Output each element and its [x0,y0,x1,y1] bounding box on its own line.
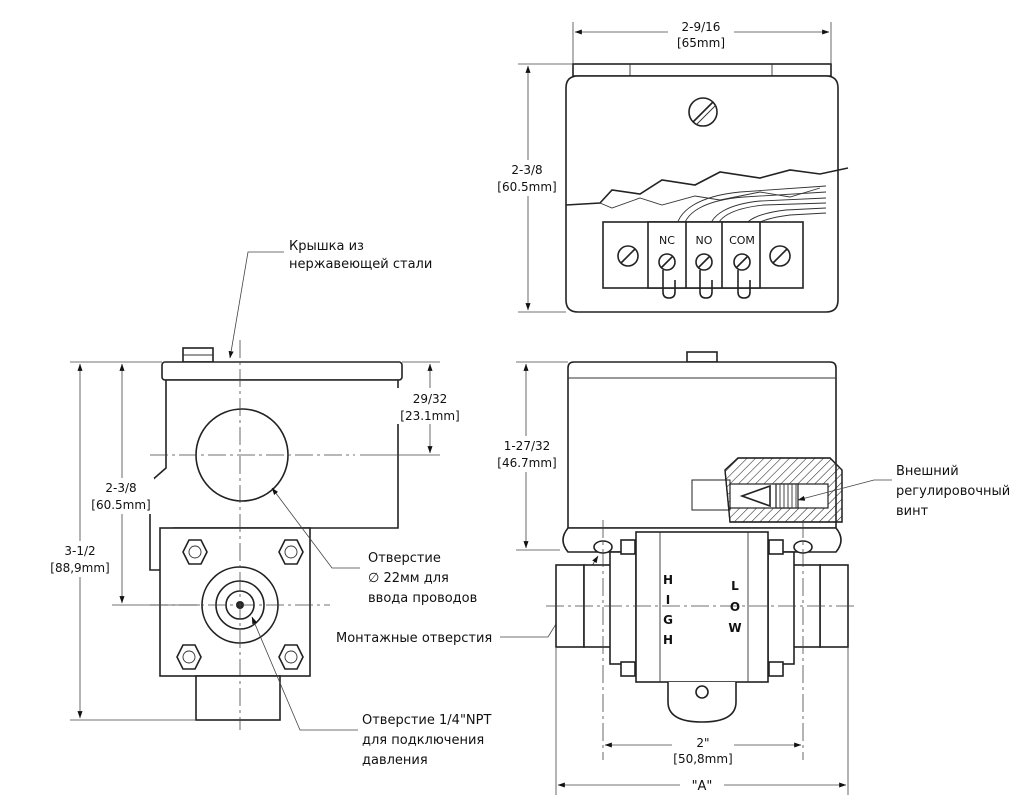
label-low-letter: W [728,621,741,635]
callout-cover-line1: Крышка из [289,239,364,254]
terminal-label-nc: NC [659,234,675,247]
dim-left-height-frac: 2-3/8 [105,481,136,495]
label-low: L O W [728,579,741,635]
label-low-letter: L [731,579,739,593]
callout-npt-line2: для подключения [362,733,484,748]
dim-port-offset-frac: 29/32 [413,392,448,406]
dim-mount-spacing-mm: [50,8mm] [673,752,732,766]
callout-screw-line2: регулировочный [896,484,1010,499]
terminal-label-no: NO [696,234,713,247]
front-bolt-bottom-left-icon [176,644,202,670]
dim-top-width-frac: 2-9/16 [682,20,721,34]
callout-conduit-line2: ∅ 22мм для [368,571,449,586]
dim-side-height-mm: [46.7mm] [497,456,556,470]
callout-screw-line1: Внешний [896,464,959,479]
label-high-letter: H [663,633,673,647]
callout-npt-line3: давления [362,753,428,768]
dim-top-height-frac: 2-3/8 [511,163,542,177]
label-high-letter: H [663,573,673,587]
front-view: 29/32 [23.1mm] 2-3/8 [60.5mm] 3-1/2 [88,… [46,239,599,768]
front-bolt-top-left-icon [182,539,208,565]
callout-npt-line1: Отверстие 1/4"NPT [362,713,491,728]
valve-body [635,531,769,683]
front-cover-lid [161,361,403,381]
cover-break-line [565,167,849,206]
callout-mounting: Монтажные отверстия [336,631,492,646]
callout-cover-line2: нержавеющей стали [289,257,432,272]
dim-left-height-mm: [60.5mm] [91,498,150,512]
leader-cover [228,251,284,359]
front-bolt-bottom-right-icon [278,644,304,670]
label-high-letter: I [666,593,670,607]
adjustment-screw-icon [775,483,799,509]
dim-top-width-mm: [65mm] [677,36,725,50]
dim-total-height-mm: [88,9mm] [50,561,109,575]
leader-npt [251,616,358,731]
bottom-tab [667,682,737,723]
front-bolt-top-right-icon [278,539,304,565]
leader-conduit [271,487,360,569]
top-view: NC NO COM 2-9/16 [65mm] 2-3/8 [60.5mm] [494,20,849,313]
callout-screw-line3: винт [896,504,929,519]
dim-total-height-frac: 3-1/2 [64,544,95,558]
callout-conduit-line3: ввода проводов [368,591,477,606]
label-low-letter: O [730,600,740,614]
dim-overall-a: "A" [692,779,713,794]
leader-adjustment-screw [797,479,892,501]
side-view: H I G H L O W 1-27/32 [46.7mm] 2" [50,8m… [494,351,1010,795]
label-high: H I G H [663,573,673,647]
label-high-letter: G [663,613,673,627]
callout-conduit-line1: Отверстие [368,551,441,566]
terminal-label-com: COM [729,234,755,247]
dim-side-height-frac: 1-27/32 [504,439,551,453]
dim-mount-spacing-frac: 2" [696,736,709,750]
cover-hinge-strip [572,63,832,77]
side-cover-screw [686,351,718,363]
dim-port-offset-mm: [23.1mm] [400,409,459,423]
dim-top-height-mm: [60.5mm] [497,180,556,194]
